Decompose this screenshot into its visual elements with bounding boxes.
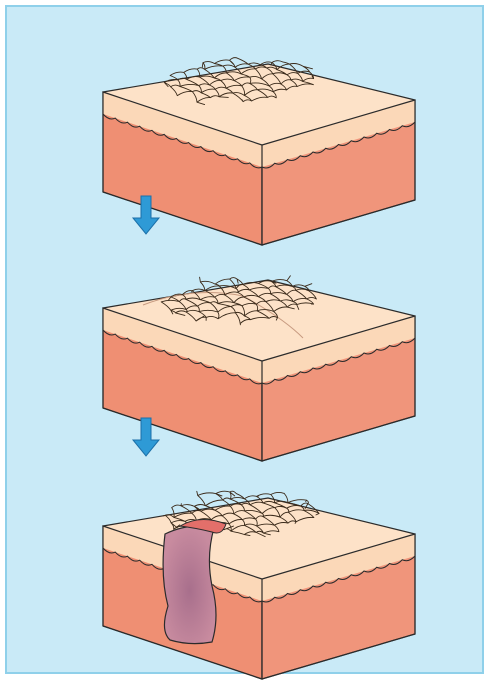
lesion-body	[163, 526, 216, 644]
skin-block-3	[103, 491, 415, 679]
